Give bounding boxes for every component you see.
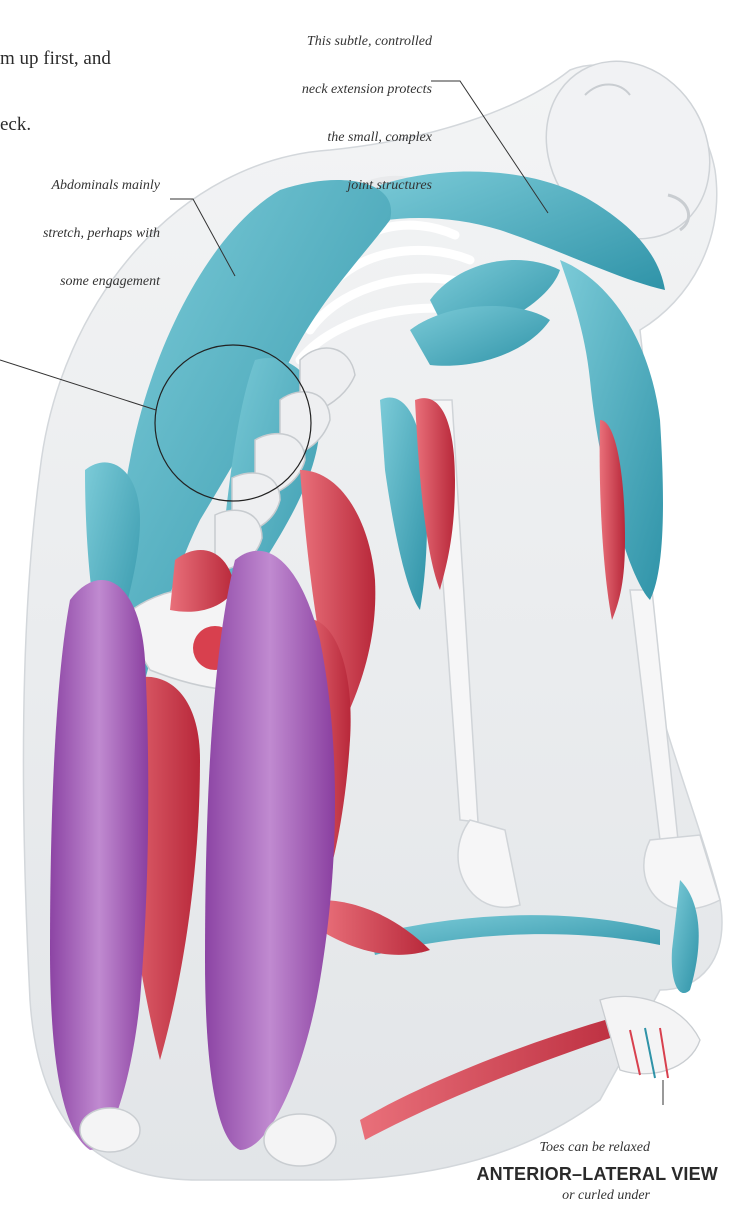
annotation-line: Toes can be relaxed xyxy=(539,1140,650,1156)
view-title: ANTERIOR–LATERAL VIEW xyxy=(476,1164,718,1185)
annotation-line: the small, complex xyxy=(302,130,432,146)
annotation-line: Abdominals mainly xyxy=(43,178,160,194)
annotation-line: neck extension protects xyxy=(302,82,432,98)
body-line: eck. xyxy=(0,114,111,136)
body-line: m up first, and xyxy=(0,48,111,70)
neck-annotation: This subtle, controlled neck extension p… xyxy=(302,2,432,210)
body-paragraph: m up first, and eck. xyxy=(0,4,111,158)
annotation-line: or curled under xyxy=(539,1188,650,1204)
annotation-line: joint structures xyxy=(302,178,432,194)
annotation-line: stretch, perhaps with xyxy=(43,226,160,242)
annotation-line: some engagement xyxy=(43,274,160,290)
annotation-line: This subtle, controlled xyxy=(302,34,432,50)
abdominals-annotation: Abdominals mainly stretch, perhaps with … xyxy=(43,146,160,306)
